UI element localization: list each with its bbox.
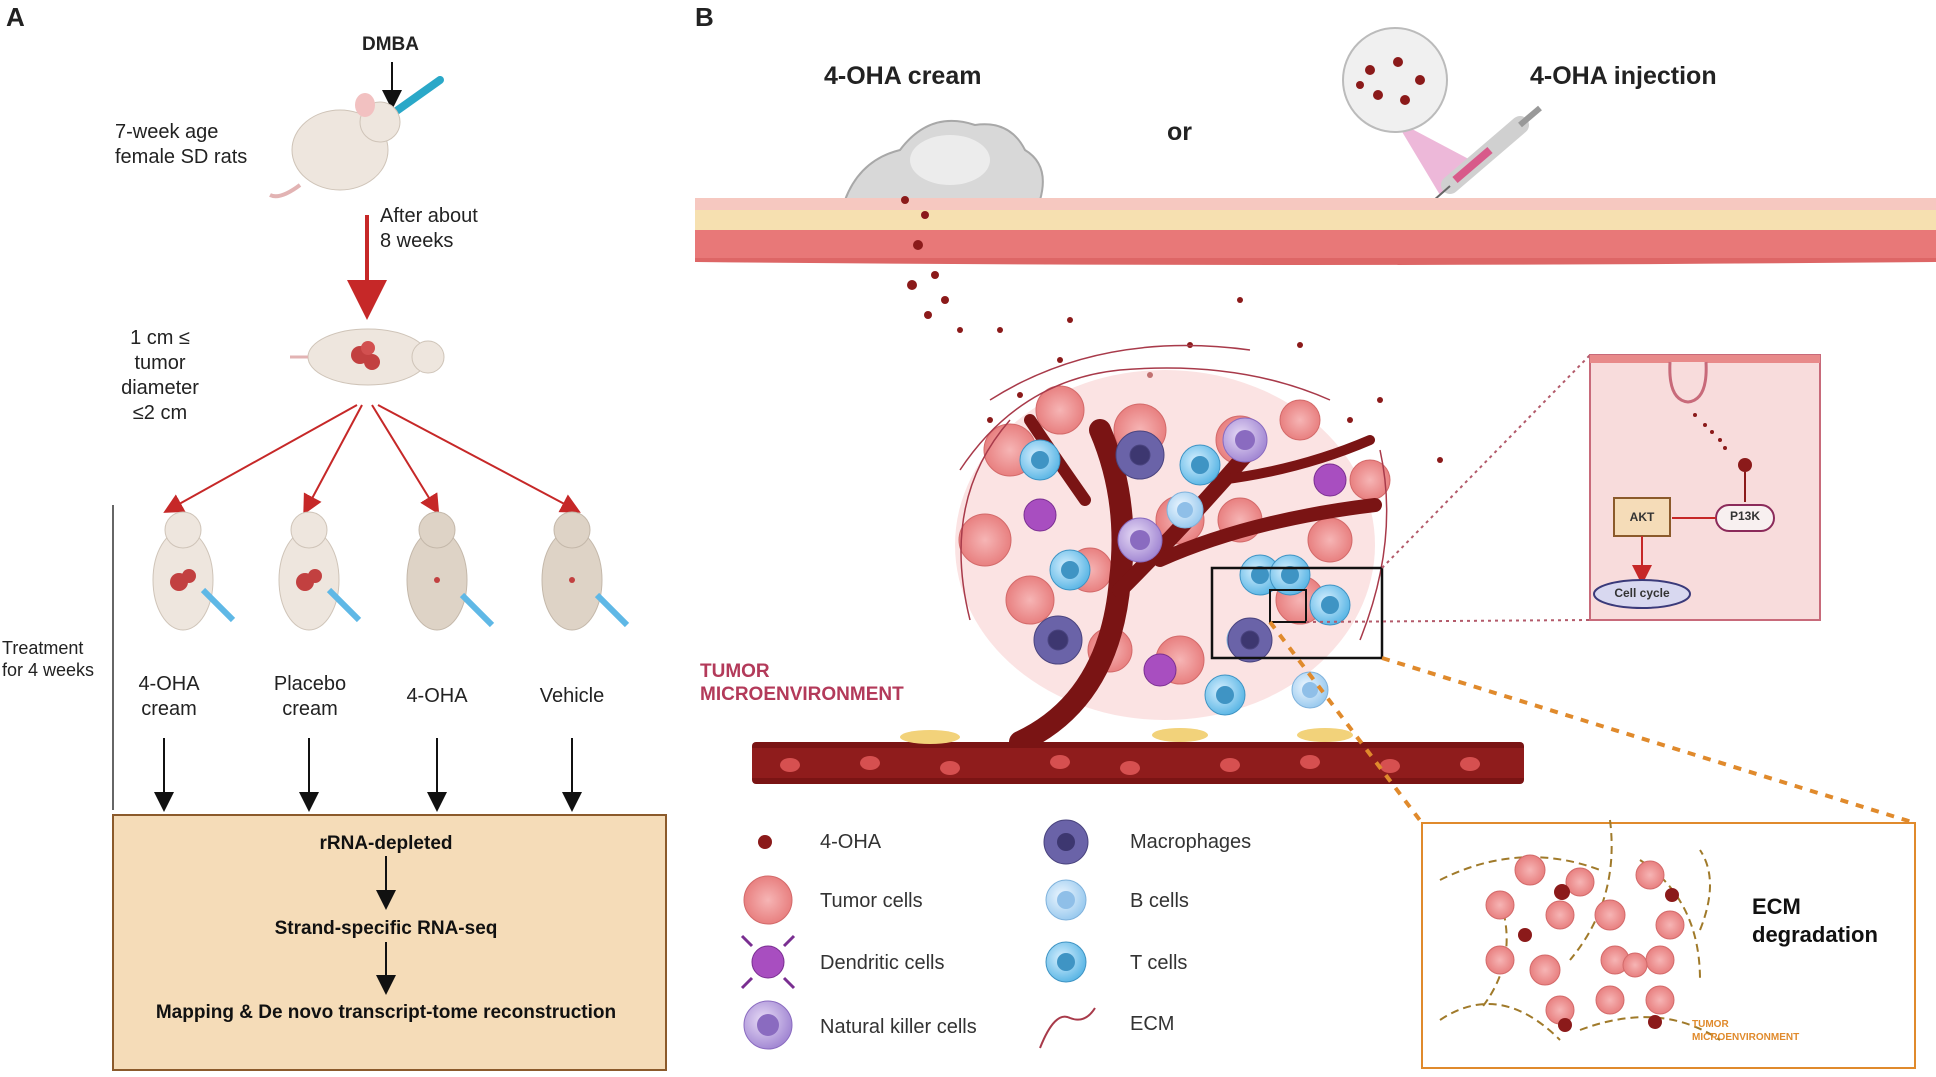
b-cell-icon xyxy=(1045,879,1087,921)
step-rnaseq: Strand-specific RNA-seq xyxy=(274,918,498,939)
rat-group-1-icon xyxy=(152,511,236,631)
legend-label-dendritic: Dendritic cells xyxy=(820,952,945,974)
tumor-size-label: 1 cm ≤ tumor diameter ≤2 cm xyxy=(100,326,220,426)
tumor-cell-icon xyxy=(743,875,793,925)
dmba-label: DMBA xyxy=(362,34,419,55)
pi3k-label: P13K xyxy=(1729,509,1761,523)
group-label-4: Vehicle xyxy=(527,684,617,709)
tumor-line-1: 1 cm ≤ xyxy=(130,327,190,349)
ecm-tme-label: TUMOR MICROENVIRONMENT xyxy=(1692,1018,1799,1044)
injection-syringe-icon xyxy=(1424,105,1542,209)
rat-group-2-icon xyxy=(278,511,362,631)
akt-label: AKT xyxy=(1629,510,1655,524)
panel-a xyxy=(112,62,667,1071)
t-cell-icon xyxy=(1045,941,1087,983)
macrophage-icon xyxy=(1043,819,1089,865)
rat-group-4-icon xyxy=(541,511,630,631)
tumor-line-2: tumor diameter xyxy=(121,352,199,399)
group-down-arrows xyxy=(154,738,582,812)
skin-layers xyxy=(695,198,1936,265)
panel-b xyxy=(695,27,1936,1069)
legend-label-macrophages: Macrophages xyxy=(1130,831,1252,853)
legend-label-drug: 4-OHA xyxy=(820,831,882,853)
panel-a-label: A xyxy=(6,2,25,32)
group-rats xyxy=(152,511,630,631)
injection-title: 4-OHA injection xyxy=(1530,62,1717,90)
legend-label-tumor: Tumor cells xyxy=(820,890,923,912)
rats-label: 7-week age female SD rats xyxy=(115,120,247,170)
drug-dot-icon xyxy=(758,835,772,849)
zoom-box-large xyxy=(1210,566,1384,660)
ecm-tme-line-1: TUMOR xyxy=(1692,1019,1729,1030)
step-rrna: rRNA-depleted xyxy=(319,833,453,854)
wait-label: After about 8 weeks xyxy=(380,204,478,254)
legend-label-b-cells: B cells xyxy=(1130,890,1189,912)
cell-cycle-node xyxy=(1593,579,1691,609)
group-1-line-1: 4-OHA xyxy=(138,673,200,695)
dendritic-cell-icon xyxy=(740,934,796,990)
zoom-connectors xyxy=(1268,354,1916,825)
zoom-box-small xyxy=(1269,589,1307,623)
cell-cycle-label: Cell cycle xyxy=(1614,586,1670,600)
tumor-mass xyxy=(955,344,1391,753)
macrophages xyxy=(1033,430,1273,665)
ecm-fiber-icon xyxy=(1039,1007,1096,1049)
rat-icon xyxy=(269,93,401,199)
tme-line-2: MICROENVIRONMENT xyxy=(700,684,904,705)
blood-vessel xyxy=(752,728,1524,784)
ecm-title-line-2: degradation xyxy=(1752,922,1878,947)
group-1-line-2: cream xyxy=(141,698,197,720)
cream-title: 4-OHA cream xyxy=(824,62,982,90)
ecm-title-line-1: ECM xyxy=(1752,894,1801,919)
group-2-line-1: Placebo xyxy=(273,673,347,695)
treatment-line-2: for 4 weeks xyxy=(2,660,95,680)
tme-line-1: TUMOR xyxy=(700,661,770,682)
drug-molecule-icon xyxy=(1738,458,1752,472)
ecm-fibers xyxy=(959,344,1388,641)
treatment-label: Treatment for 4 weeks xyxy=(2,637,94,681)
ecm-degradation-label: ECM degradation xyxy=(1752,893,1878,949)
step-mapping: Mapping & De novo transcript-tome recons… xyxy=(155,1002,617,1023)
tumor-line-3: ≤2 cm xyxy=(132,402,188,424)
rats-line-1: 7-week age xyxy=(115,121,219,143)
legend-label-nk: Natural killer cells xyxy=(820,1016,977,1038)
rats-line-2: female SD rats xyxy=(115,146,248,168)
tme-label: TUMOR MICROENVIRONMENT xyxy=(700,660,904,706)
branch-arrows xyxy=(163,404,581,515)
group-4-line-1: Vehicle xyxy=(539,685,605,707)
tumor-rat-icon xyxy=(290,328,445,386)
ecm-inset xyxy=(1421,819,1916,1069)
ecm-tme-line-2: MICROENVIRONMENT xyxy=(1692,1032,1800,1043)
legend-label-t-cells: T cells xyxy=(1130,952,1188,974)
group-label-2: Placebo cream xyxy=(260,672,360,722)
or-label: or xyxy=(1167,118,1192,146)
akt-node xyxy=(1613,497,1671,537)
group-label-1: 4-OHA cream xyxy=(124,672,214,722)
legend-icons xyxy=(740,819,1096,1050)
wait-line-2: 8 weeks xyxy=(380,230,454,252)
treatment-line-1: Treatment xyxy=(2,638,84,658)
group-2-line-2: cream xyxy=(282,698,338,720)
rat-group-3-icon xyxy=(406,511,495,631)
nk-cell-icon xyxy=(743,1000,793,1050)
panel-b-label: B xyxy=(695,2,714,32)
t-cells xyxy=(1019,439,1351,716)
group-3-line-1: 4-OHA xyxy=(406,685,468,707)
nk-cells xyxy=(1117,417,1268,563)
dendritic-cells xyxy=(1023,463,1347,687)
wait-line-1: After about xyxy=(380,205,478,227)
cream-icon xyxy=(843,119,1044,201)
pathway-inset xyxy=(1589,354,1821,621)
group-label-3: 4-OHA xyxy=(397,684,477,709)
sequencing-box xyxy=(112,814,667,1071)
drug-droplets xyxy=(901,196,1443,463)
legend-label-ecm: ECM xyxy=(1130,1013,1175,1035)
